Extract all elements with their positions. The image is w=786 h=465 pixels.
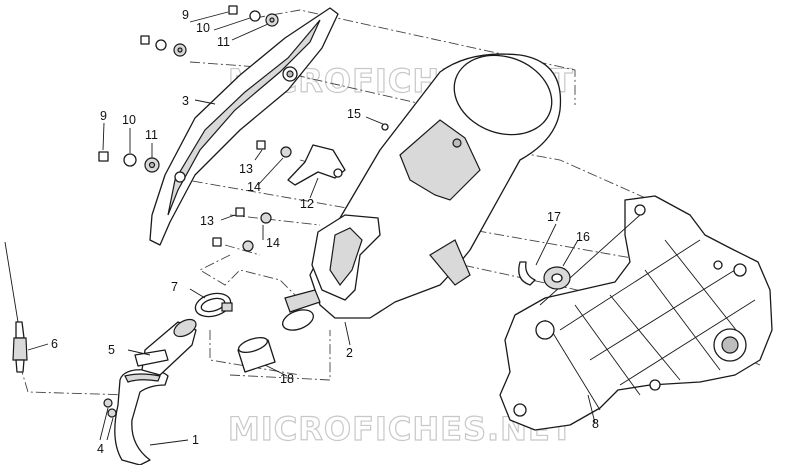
callout-6: 6: [51, 337, 58, 351]
part-pipe-joint: [282, 289, 321, 331]
part-washer-16: [543, 266, 571, 290]
callout-12: 12: [300, 197, 314, 211]
part-flange-pipe: [134, 318, 197, 376]
fasteners-13-14: [212, 123, 389, 252]
callout-9-mid: 9: [100, 109, 107, 123]
fasteners-top: [140, 5, 279, 57]
part-clamp: [194, 292, 233, 318]
part-heat-shield: [149, 7, 339, 246]
part-nuts-4: [103, 398, 117, 418]
callout-14-lower: 14: [266, 236, 280, 250]
callout-13-lower: 13: [200, 214, 214, 228]
callout-10-top: 10: [196, 21, 210, 35]
callout-5: 5: [108, 343, 115, 357]
part-bracket: [287, 144, 346, 186]
part-engine-bracket: [499, 195, 773, 431]
fasteners-middle: [98, 151, 160, 173]
callout-15: 15: [347, 107, 361, 121]
callout-10-mid: 10: [122, 113, 136, 127]
callout-13-upper: 13: [239, 162, 253, 176]
part-muffler: [309, 53, 562, 319]
callout-8: 8: [592, 417, 599, 431]
part-circlip-17: [518, 261, 536, 286]
callout-14-upper: 14: [247, 180, 261, 194]
callout-7: 7: [171, 280, 178, 294]
callout-11-mid: 11: [145, 128, 158, 142]
callout-4: 4: [97, 442, 104, 456]
callout-11-top: 11: [217, 35, 230, 49]
callout-17: 17: [547, 210, 561, 224]
callout-9-top: 9: [182, 8, 189, 22]
leader-lines: [27, 11, 596, 446]
callout-2: 2: [346, 346, 353, 360]
part-lambda-sensor: [4, 241, 28, 373]
part-exhaust-pipe: [114, 368, 169, 465]
part-sleeve: [237, 336, 276, 373]
callout-3: 3: [182, 94, 189, 108]
callout-labels: 1 2 3 4 5 6 7 8 9 9 10 10 11 11 12 13 13…: [51, 8, 599, 456]
callout-16: 16: [576, 230, 590, 244]
callout-1: 1: [192, 433, 199, 447]
callout-18: 18: [280, 372, 294, 386]
